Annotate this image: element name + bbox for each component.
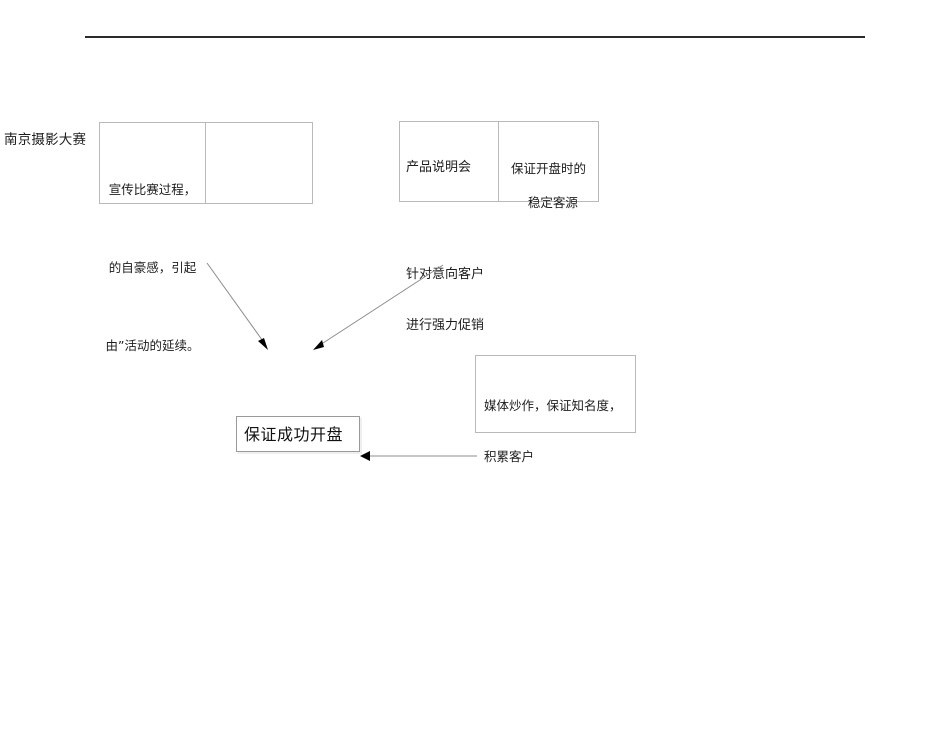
table-left-column-divider: [205, 123, 206, 203]
box-goal-text: 保证成功开盘: [244, 425, 344, 444]
box-media-line-1: 媒体炒作，保证知名度，: [484, 398, 622, 413]
box-media-text: 媒体炒作，保证知名度， 积累客户: [484, 363, 634, 499]
table-right-cell-product-briefing: 产品说明会 针对意向客户 进行强力促销: [406, 125, 498, 333]
arrow-horizontal-head-icon: [360, 451, 370, 461]
arrow-right-head-icon: [313, 340, 324, 350]
arrow-from-left-table: [206, 262, 268, 350]
side-label-photography-contest: 南京摄影大赛: [4, 132, 87, 148]
table-right-cell-stable-clients: 保证开盘时的 稳定客源: [504, 126, 598, 210]
box-media-line-2: 积累客户: [484, 449, 535, 464]
table-left-line-2: 的自豪感，引起: [108, 260, 197, 275]
box-goal-successful-launch: 保证成功开盘: [236, 416, 360, 452]
box-media-hype: 媒体炒作，保证知名度， 积累客户: [475, 355, 636, 464]
table-left-cell-text: 宣传比赛过程， 的自豪感，引起 由”活动的延续。: [102, 125, 203, 353]
arrow-left-line: [206, 262, 266, 345]
table-right-column-divider: [498, 122, 499, 201]
arrow-from-media-to-goal: [360, 451, 477, 461]
table-right-title: 产品说明会: [406, 160, 472, 175]
table-right-line-2: 进行强力促销: [406, 318, 485, 333]
table-left-line-3: 由”活动的延续。: [105, 338, 200, 353]
table-right-spacer: [406, 210, 498, 232]
table-left: 宣传比赛过程， 的自豪感，引起 由”活动的延续。: [99, 122, 313, 353]
header-rule: [85, 36, 865, 38]
table-right-b-line-2: 稳定客源: [527, 195, 578, 210]
table-right-b-line-1: 保证开盘时的: [511, 161, 587, 176]
table-left-cell-empty: [208, 125, 310, 203]
table-left-line-1: 宣传比赛过程，: [108, 182, 197, 197]
table-right-line-1: 针对意向客户: [406, 267, 485, 282]
arrow-left-head-icon: [258, 338, 268, 350]
table-right: 产品说明会 针对意向客户 进行强力促销 保证开盘时的 稳定客源: [399, 121, 599, 333]
